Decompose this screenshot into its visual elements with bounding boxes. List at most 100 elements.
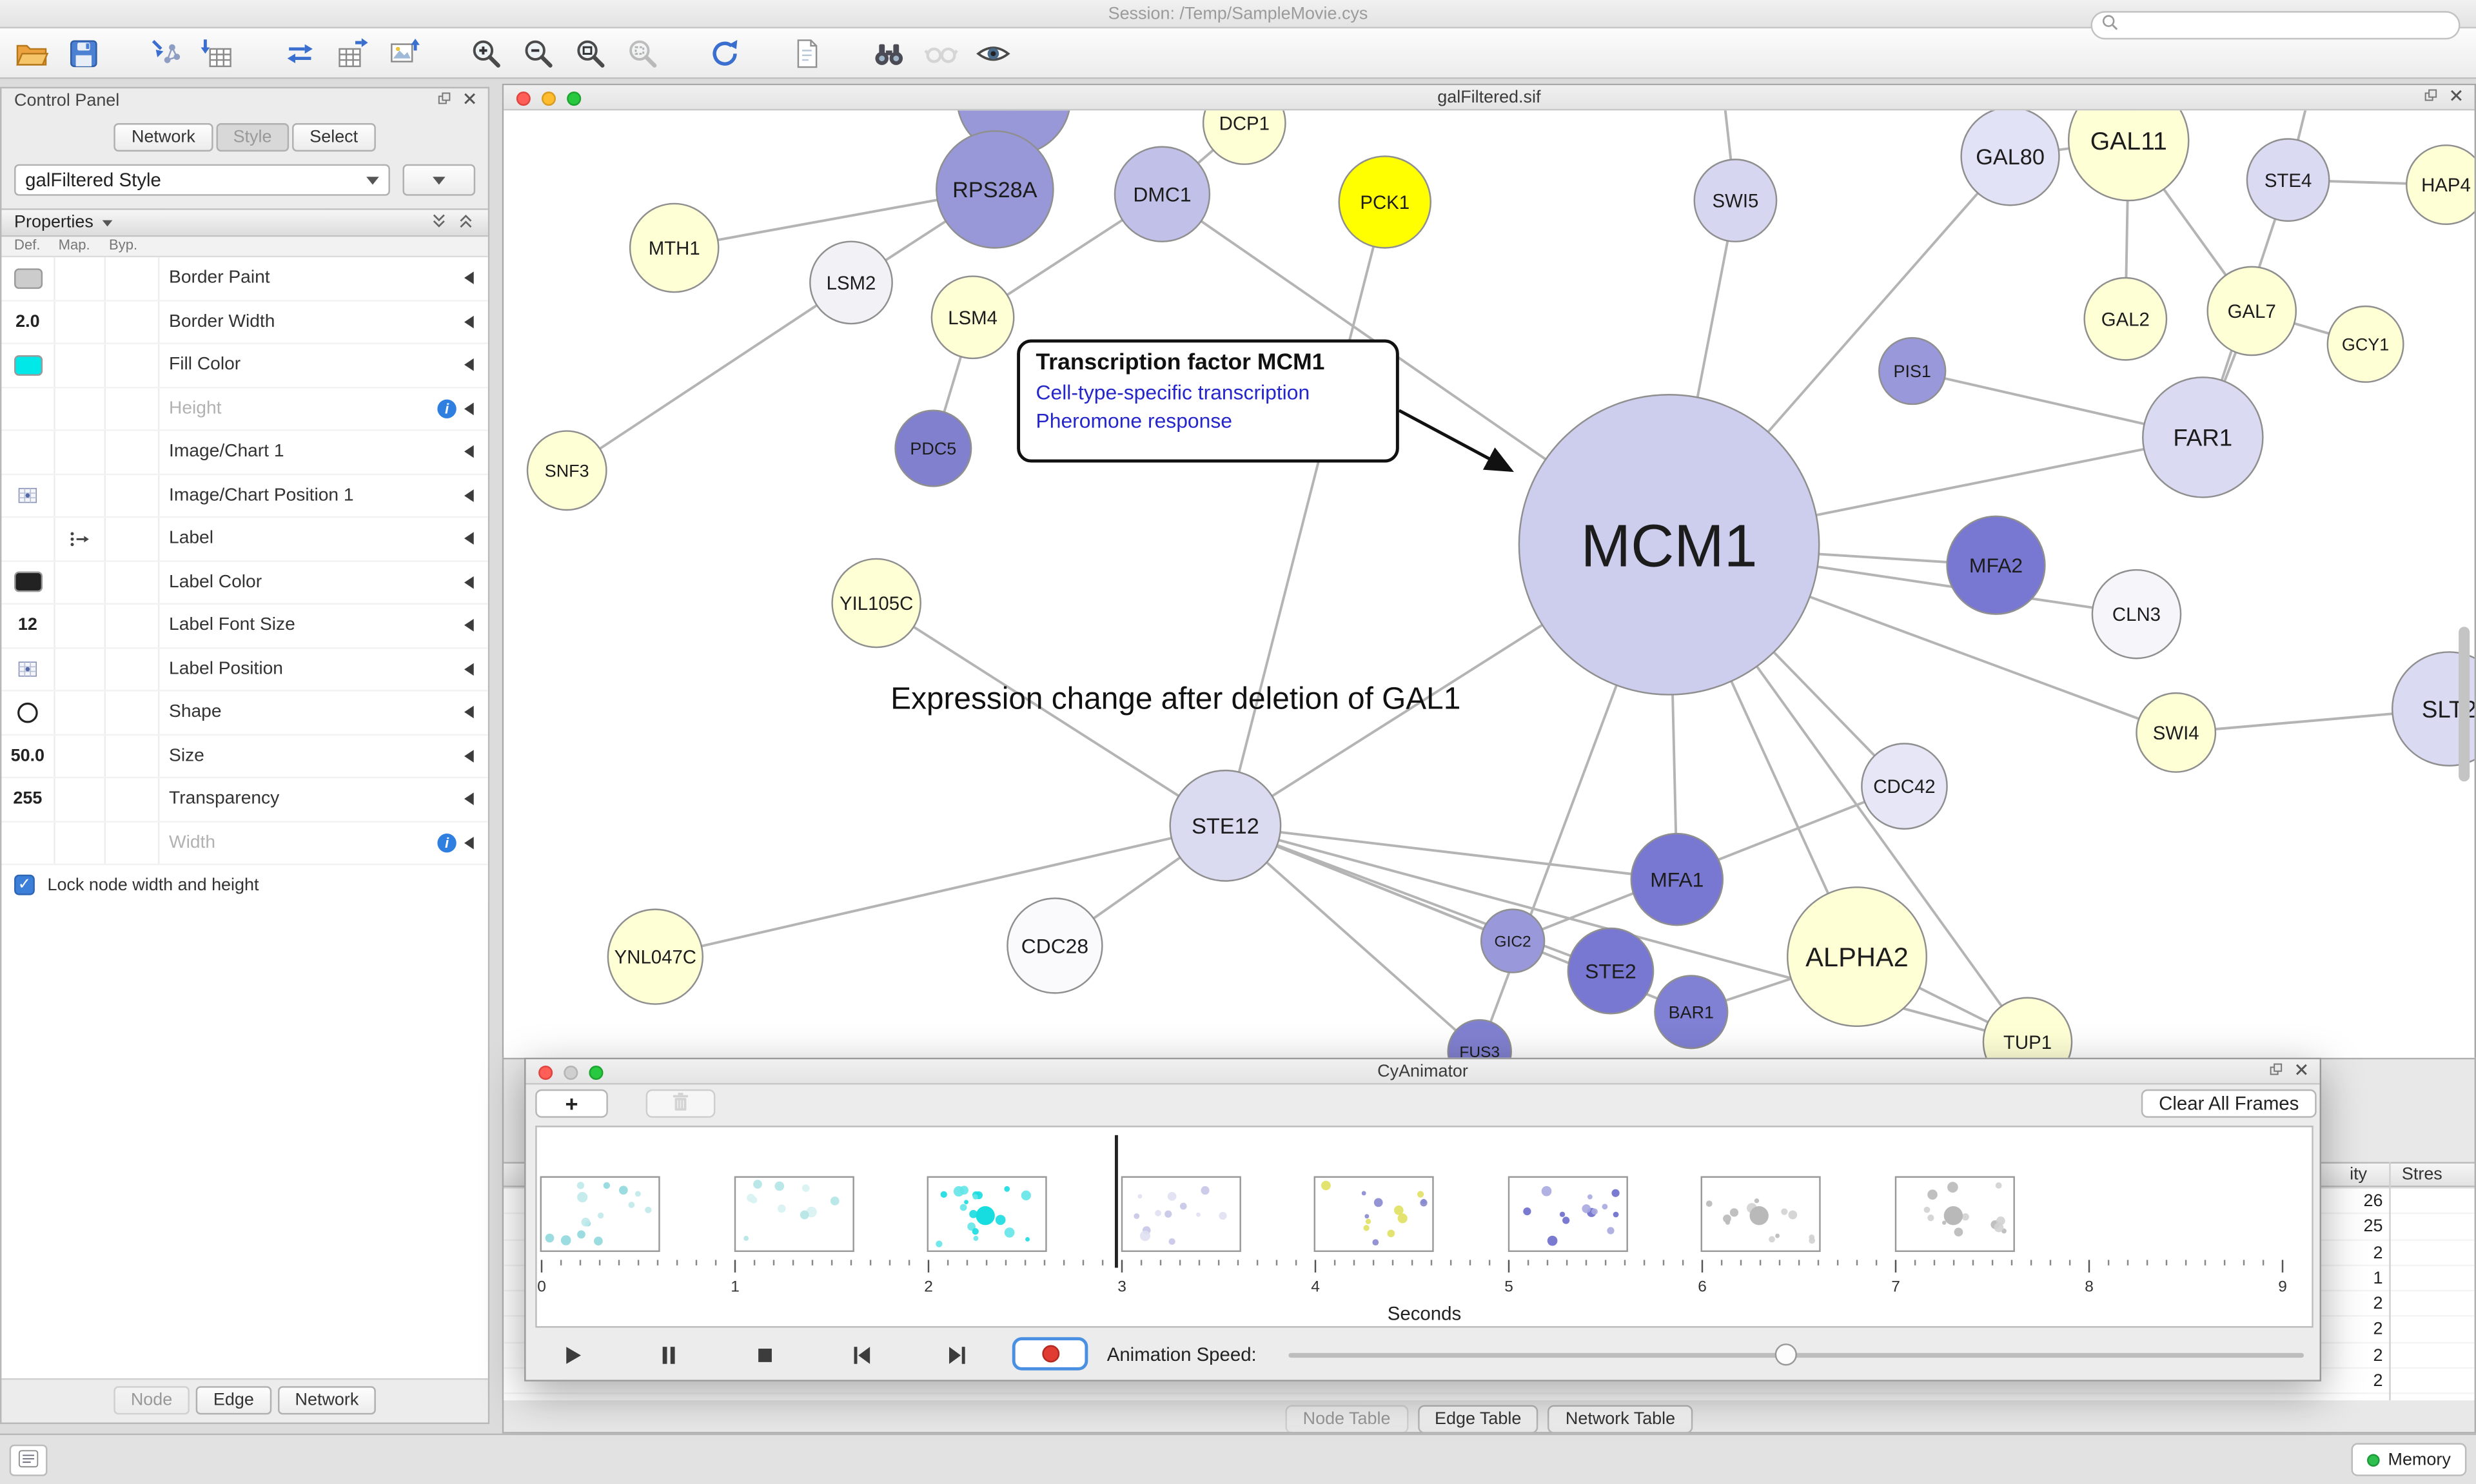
network-node-dcp1[interactable]: DCP1	[1202, 110, 1286, 165]
default-value-cell[interactable]	[1, 561, 55, 603]
expand-row-icon[interactable]	[464, 271, 474, 285]
property-row-shape[interactable]: Shape	[1, 691, 488, 736]
animation-speed-slider[interactable]	[1288, 1343, 2304, 1366]
network-edge[interactable]	[1224, 824, 1611, 972]
network-node-snf3[interactable]: SNF3	[526, 430, 607, 511]
save-session-icon[interactable]	[62, 32, 104, 74]
import-table-icon[interactable]	[196, 32, 239, 74]
record-button[interactable]	[1012, 1337, 1088, 1371]
expand-row-icon[interactable]	[464, 793, 474, 806]
property-row-border-paint[interactable]: Border Paint	[1, 257, 488, 301]
stop-button[interactable]	[741, 1339, 788, 1371]
bypass-cell[interactable]	[106, 387, 160, 430]
find-alt-icon[interactable]	[919, 32, 961, 74]
lock-size-checkbox[interactable]	[14, 874, 35, 895]
refresh-icon[interactable]	[703, 32, 745, 74]
next-frame-button[interactable]	[933, 1339, 980, 1371]
network-node-mcm1[interactable]: MCM1	[1518, 394, 1820, 696]
default-value-cell[interactable]	[1, 387, 55, 430]
frame-thumbnail-3[interactable]	[1120, 1176, 1241, 1253]
frame-thumbnail-5[interactable]	[1507, 1176, 1627, 1253]
info-icon[interactable]	[437, 833, 457, 852]
default-value-cell[interactable]	[1, 691, 55, 734]
show-panels-button[interactable]	[9, 1444, 48, 1476]
zoom-traffic-light[interactable]	[589, 1066, 604, 1080]
tab-edge-table[interactable]: Edge Table	[1417, 1405, 1539, 1434]
network-node-dmc1[interactable]: DMC1	[1114, 146, 1211, 242]
zoom-fit-icon[interactable]	[569, 32, 611, 74]
network-node-cdc28[interactable]: CDC28	[1007, 897, 1103, 994]
zoom-in-icon[interactable]	[464, 32, 507, 74]
property-row-image-chart-1[interactable]: Image/Chart 1	[1, 431, 488, 474]
annotation-link[interactable]: Pheromone response	[1036, 409, 1232, 433]
minimize-traffic-light[interactable]	[542, 92, 556, 106]
lock-size-row[interactable]: Lock node width and height	[1, 865, 488, 905]
tab-style[interactable]: Style	[215, 123, 290, 152]
network-node-alpha2[interactable]: ALPHA2	[1787, 886, 1927, 1028]
network-node-mfa1[interactable]: MFA1	[1630, 832, 1724, 926]
network-edge[interactable]	[566, 281, 852, 472]
style-combobox[interactable]: galFiltered Style	[14, 164, 390, 196]
annotation-link[interactable]: Cell-type-specific transcription	[1036, 380, 1310, 404]
timeline-playhead[interactable]	[1114, 1135, 1117, 1268]
network-node-gal2[interactable]: GAL2	[2083, 277, 2168, 361]
mapping-cell[interactable]	[55, 648, 106, 690]
bypass-cell[interactable]	[106, 518, 160, 560]
frame-thumbnail-2[interactable]	[927, 1176, 1047, 1253]
clear-all-frames-button[interactable]: Clear All Frames	[2141, 1089, 2317, 1118]
close-panel-icon[interactable]	[461, 90, 478, 117]
memory-button[interactable]: Memory	[2352, 1443, 2467, 1476]
default-value-cell[interactable]	[1, 821, 55, 864]
float-panel-icon[interactable]	[436, 90, 453, 117]
tab-select[interactable]: Select	[292, 123, 376, 152]
expand-row-icon[interactable]	[464, 619, 474, 632]
network-node-cdc42[interactable]: CDC42	[1861, 743, 1948, 830]
default-value-cell[interactable]: 2.0	[1, 300, 55, 343]
canvas-caption[interactable]: Expression change after deletion of GAL1	[890, 681, 1461, 717]
property-row-height[interactable]: Height	[1, 387, 488, 431]
zoom-selected-icon[interactable]	[620, 32, 663, 74]
property-row-label-position[interactable]: Label Position	[1, 648, 488, 692]
style-scope-tab-node[interactable]: Node	[113, 1386, 190, 1415]
import-network-icon[interactable]	[144, 32, 186, 74]
frame-thumbnail-6[interactable]	[1700, 1176, 1821, 1253]
network-edge[interactable]	[1224, 201, 1386, 826]
annotation-arrow[interactable]	[1398, 409, 1514, 473]
default-value-cell[interactable]	[1, 257, 55, 300]
network-edge[interactable]	[1224, 825, 1480, 1053]
default-value-cell[interactable]	[1, 474, 55, 516]
default-value-cell[interactable]	[1, 431, 55, 473]
float-window-icon[interactable]	[2422, 87, 2440, 109]
minimize-traffic-light[interactable]	[564, 1066, 578, 1080]
bypass-cell[interactable]	[106, 257, 160, 300]
open-session-icon[interactable]	[10, 32, 52, 74]
zoom-traffic-light[interactable]	[567, 92, 582, 106]
bypass-cell[interactable]	[106, 431, 160, 473]
search-box[interactable]	[2090, 11, 2461, 40]
expand-row-icon[interactable]	[464, 402, 474, 415]
style-scope-tab-network[interactable]: Network	[277, 1386, 377, 1415]
frame-thumbnail-7[interactable]	[1894, 1176, 2014, 1253]
expand-row-icon[interactable]	[464, 358, 474, 372]
bypass-cell[interactable]	[106, 604, 160, 647]
bypass-cell[interactable]	[106, 691, 160, 734]
network-node-hap4[interactable]: HAP4	[2406, 144, 2475, 225]
mapping-cell[interactable]	[55, 387, 106, 430]
network-node-mfa2[interactable]: MFA2	[1946, 515, 2046, 615]
property-row-label-color[interactable]: Label Color	[1, 561, 488, 605]
property-row-width[interactable]: Width	[1, 821, 488, 866]
default-value-cell[interactable]	[1, 518, 55, 560]
network-node-ste12[interactable]: STE12	[1169, 769, 1282, 882]
search-input[interactable]	[2127, 15, 2451, 35]
tab-node-table[interactable]: Node Table	[1285, 1405, 1408, 1434]
expand-row-icon[interactable]	[464, 749, 474, 763]
default-value-cell[interactable]	[1, 344, 55, 386]
expand-row-icon[interactable]	[464, 445, 474, 458]
expand-row-icon[interactable]	[464, 489, 474, 502]
close-traffic-light[interactable]	[538, 1066, 553, 1080]
network-node-lsm2[interactable]: LSM2	[809, 240, 893, 325]
expand-row-icon[interactable]	[464, 315, 474, 328]
network-node-fus3[interactable]: FUS3	[1447, 1019, 1512, 1058]
